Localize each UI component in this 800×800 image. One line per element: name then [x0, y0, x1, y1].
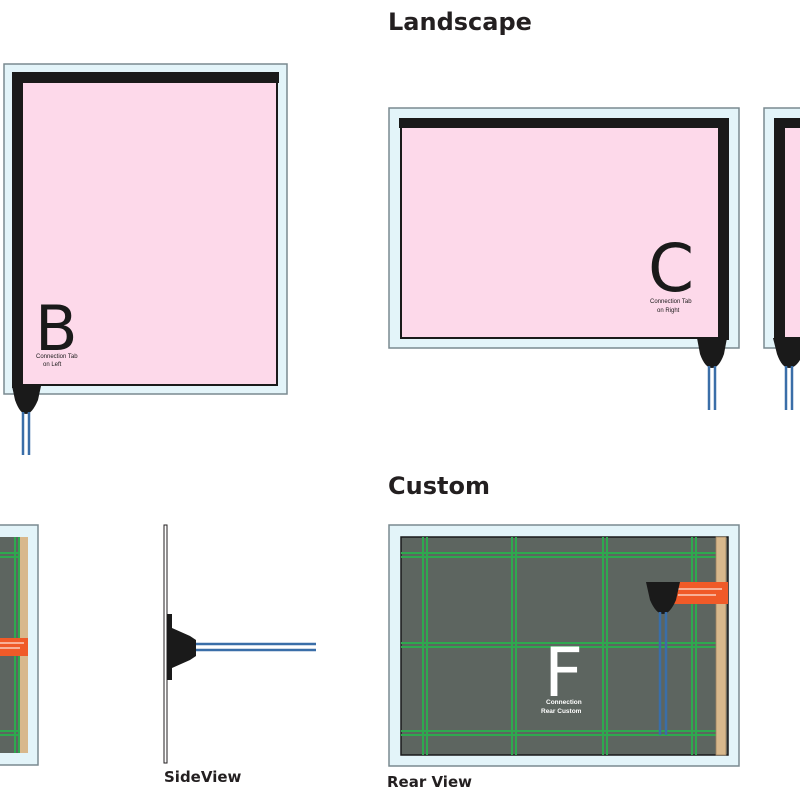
side-view	[163, 524, 316, 764]
panel-d-top-bus	[774, 118, 800, 128]
panel-c-connector	[697, 338, 727, 368]
panel-f: F Connection Rear Custom	[388, 524, 740, 767]
panel-f-tan-strip	[715, 536, 727, 756]
panel-c-note-line1: Connection Tab	[650, 299, 692, 305]
panel-b-left-bus	[12, 72, 23, 388]
landscape-heading: Landscape	[388, 8, 532, 36]
panel-b: B Connection Tab on Left	[3, 63, 288, 455]
panel-c-right-bus	[718, 118, 729, 340]
panel-b-note-line2: on Left	[43, 362, 62, 368]
panel-f-orange-tab	[672, 582, 728, 604]
panel-c: C Connection Tab on Right	[388, 107, 740, 410]
panel-f-connector	[646, 582, 680, 614]
rear-view-caption: Rear View	[387, 773, 472, 791]
panel-b-note-line1: Connection Tab	[36, 354, 78, 360]
panel-b-connector	[12, 386, 41, 414]
side-view-connector	[167, 614, 196, 680]
custom-heading: Custom	[388, 472, 490, 500]
panel-c-surface	[400, 119, 728, 339]
side-view-panel-edge	[163, 524, 168, 764]
panel-c-note-line2: on Right	[657, 308, 680, 314]
panel-d-left-bus	[774, 118, 785, 340]
panel-e-partial	[0, 524, 39, 766]
panel-c-letter: C	[648, 230, 694, 307]
side-view-caption: SideView	[164, 768, 242, 786]
panel-b-letter: B	[35, 292, 78, 365]
panel-f-note-line1: Connection	[546, 699, 582, 706]
panel-f-note-line2: Rear Custom	[541, 708, 582, 715]
panel-c-top-bus	[399, 118, 729, 128]
panel-d-connector	[773, 338, 800, 368]
panel-f-letter: F	[544, 634, 583, 713]
panel-e-orange-tab	[0, 638, 28, 656]
panel-d-partial	[763, 107, 800, 410]
panel-b-top-bus	[12, 72, 279, 83]
